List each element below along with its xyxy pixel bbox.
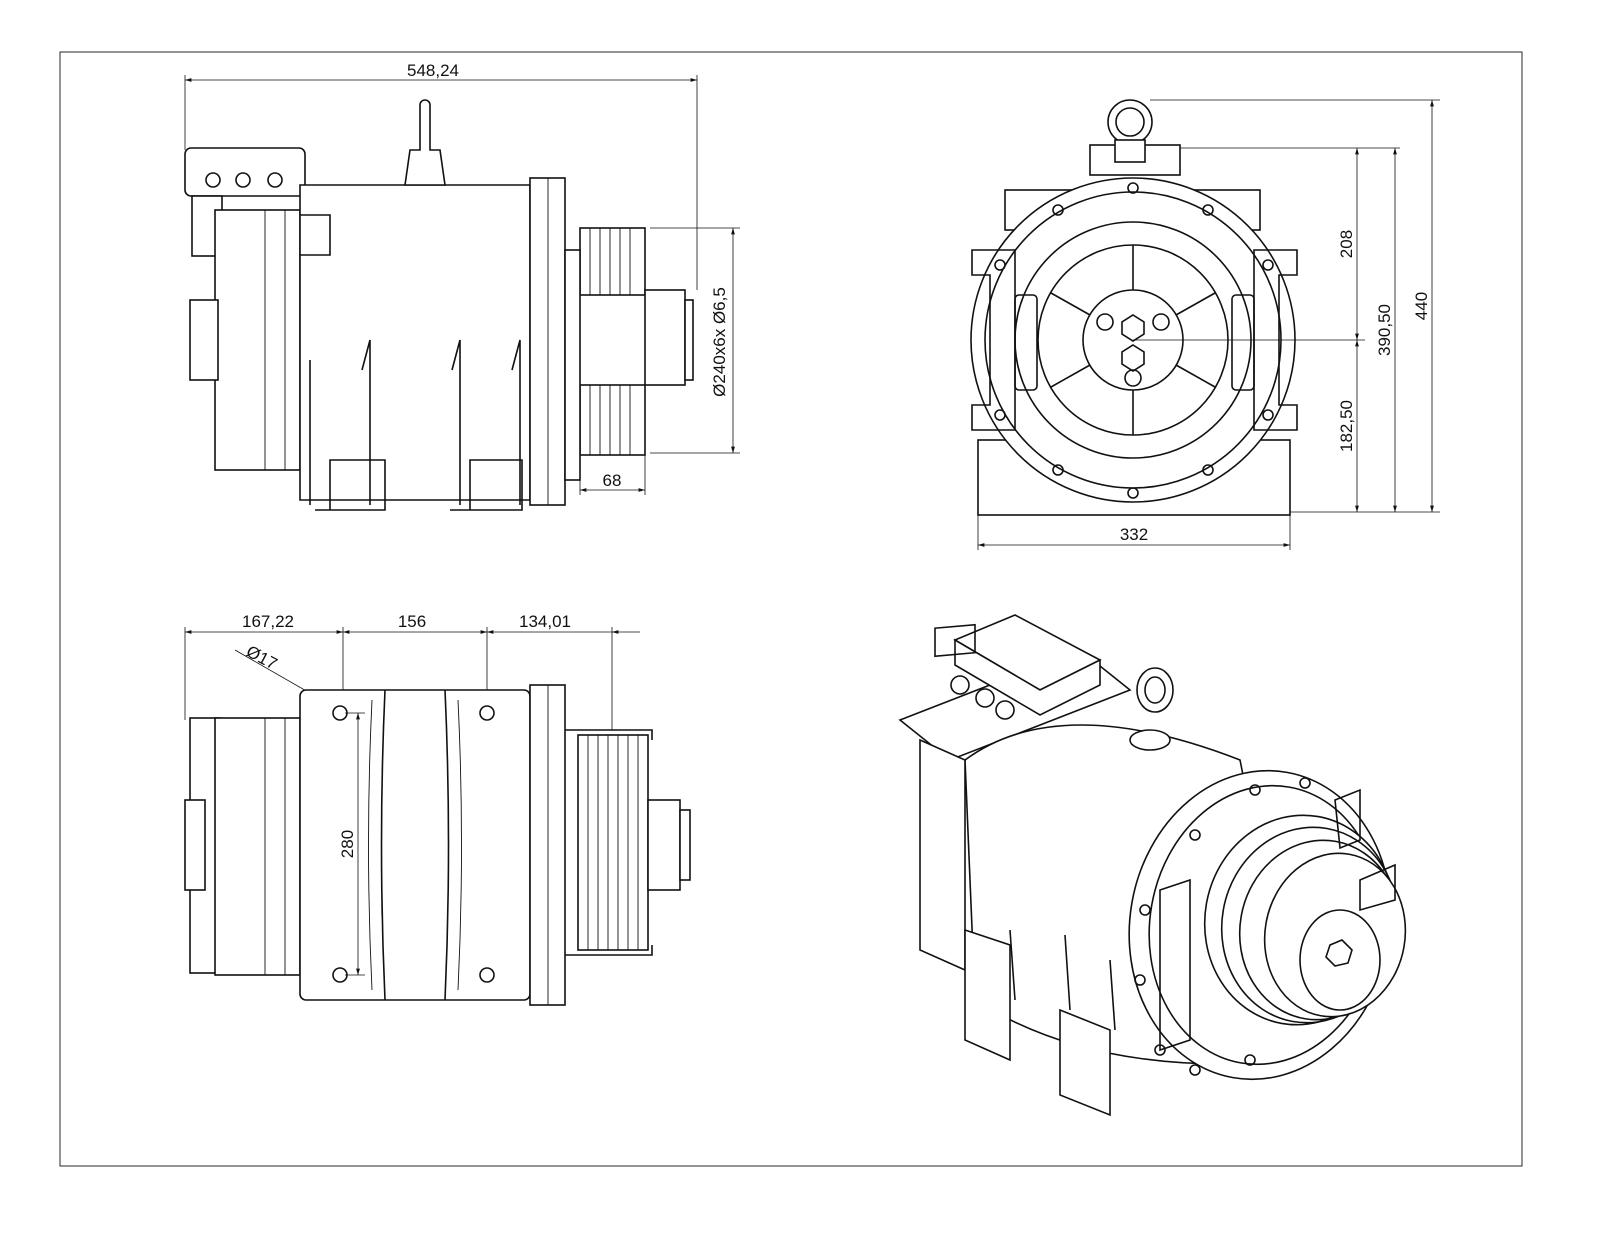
dim-upper-height: 208 xyxy=(1337,230,1356,258)
brake-housing xyxy=(214,209,301,471)
dim-sheave-width: 68 xyxy=(603,471,622,490)
dim-sheave-spec: Ø240x6x Ø6,5 xyxy=(710,287,729,397)
shaft-hub xyxy=(644,289,686,386)
dim-total-height: 440 xyxy=(1412,292,1431,320)
dim-axis-to-top: 390,50 xyxy=(1375,304,1394,356)
side-view: 548,24 Ø240x6x Ø6,5 68 xyxy=(184,61,740,511)
brake-housing-top xyxy=(214,717,301,976)
lifting-eye xyxy=(1107,99,1153,145)
motor-body xyxy=(299,184,531,501)
sheave-top xyxy=(577,734,649,951)
dim-width: 332 xyxy=(1120,525,1148,544)
dim-hole-spacing: 280 xyxy=(338,830,357,858)
mounting-hole xyxy=(479,967,495,983)
junction-box xyxy=(184,147,306,197)
motor-body-top xyxy=(299,689,531,1001)
dim-top-3: 134,01 xyxy=(519,612,571,631)
mounting-hole xyxy=(479,705,495,721)
dim-top-1: 167,22 xyxy=(242,612,294,631)
front-view: 208 182,50 390,50 440 332 xyxy=(970,99,1440,550)
isometric-view xyxy=(898,614,1407,1117)
dim-overall-length: 548,24 xyxy=(407,61,459,80)
drawing-border xyxy=(59,51,1523,1167)
top-view: 167,22 156 134,01 Ø17 280 xyxy=(184,612,691,1006)
flange xyxy=(529,177,566,506)
sheave-upper xyxy=(579,227,646,296)
dim-axis-height: 182,50 xyxy=(1337,400,1356,452)
dim-top-2: 156 xyxy=(398,612,426,631)
dim-hole-diameter: Ø17 xyxy=(243,642,280,674)
iso-lifting-eye xyxy=(1136,667,1174,713)
